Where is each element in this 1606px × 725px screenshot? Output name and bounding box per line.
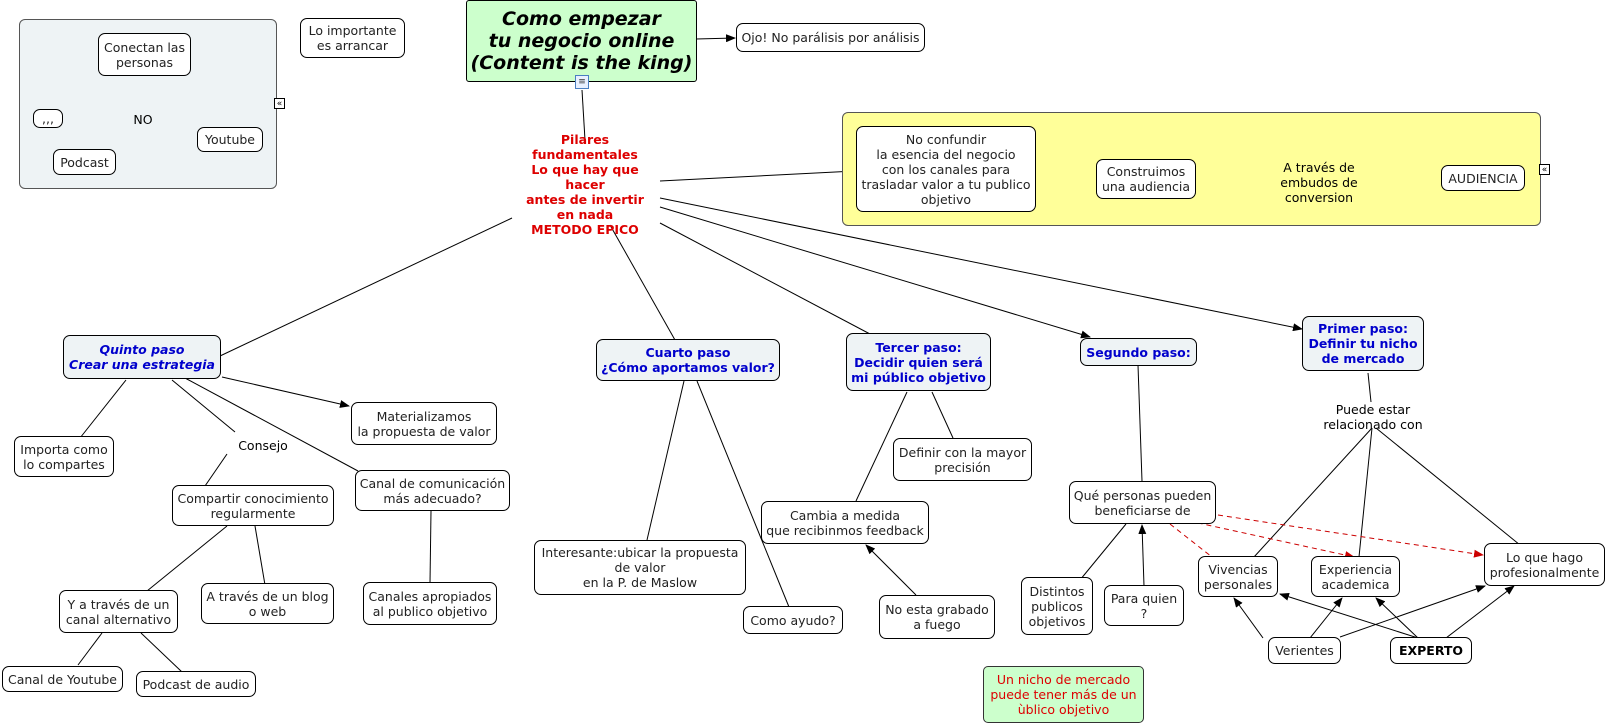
- collapse-icon[interactable]: «: [274, 98, 285, 109]
- no-confundir-node[interactable]: No confundir la esencia del negocio con …: [856, 126, 1036, 212]
- edge-pillars-primer: [659, 197, 1303, 332]
- edge-quinto-canal: [184, 377, 359, 472]
- edge-dashed-loquehago: [1217, 514, 1484, 558]
- edge-pillars-quinto: [219, 217, 513, 357]
- edge-pillars-segundo: [659, 206, 1091, 339]
- consejo-label: Consejo: [238, 437, 288, 453]
- edge-quinto-importa: [79, 379, 127, 439]
- ojo-node[interactable]: Ojo! No parálisis por análisis: [736, 23, 925, 52]
- edge-verientes-experiencia: [1309, 597, 1343, 639]
- collapse-icon[interactable]: «: [1539, 164, 1550, 175]
- document-icon[interactable]: ≡: [575, 75, 589, 89]
- edge-nograbado-cambia: [865, 544, 917, 596]
- no-grabado-node[interactable]: No esta grabado a fuego: [879, 595, 995, 639]
- edge-pillars-tercer: [659, 222, 871, 335]
- experto-node[interactable]: EXPERTO: [1390, 637, 1472, 664]
- edge-verientes-vivencias: [1233, 597, 1264, 639]
- edge-tercer-definir: [931, 391, 954, 439]
- quinto-paso-node[interactable]: Quinto paso Crear una estrategia: [63, 335, 221, 379]
- edge-canal-apropiados: [429, 510, 432, 584]
- lo-que-hago-node[interactable]: Lo que hago profesionalmente: [1484, 543, 1605, 586]
- youtube-node[interactable]: Youtube: [197, 127, 263, 152]
- experiencia-node[interactable]: Experiencia academica: [1311, 556, 1400, 597]
- cuarto-paso-node[interactable]: Cuarto paso ¿Cómo aportamos valor?: [596, 339, 780, 381]
- blog-node[interactable]: A través de un blog o web: [201, 583, 334, 624]
- edge-segundo-quepersonas: [1137, 364, 1143, 482]
- canales-apropiados-node[interactable]: Canales apropiados al publico objetivo: [363, 582, 497, 625]
- edge-consejo-compartir: [204, 453, 228, 487]
- podcast-node[interactable]: Podcast: [53, 149, 116, 175]
- edge-cuarto-interesante: [646, 380, 685, 541]
- edge-puede-experiencia: [1358, 427, 1373, 558]
- audiencia-node[interactable]: AUDIENCIA: [1441, 165, 1525, 191]
- vivencias-node[interactable]: Vivencias personales: [1198, 556, 1278, 597]
- edge-tercer-cambia: [855, 391, 908, 502]
- edge-pillars-noconfundir: [659, 167, 856, 182]
- definir-precision-node[interactable]: Definir con la mayor precisión: [893, 438, 1032, 481]
- edge-title-ojo: [695, 34, 736, 43]
- main-title-node[interactable]: Como empezar tu negocio online (Content …: [466, 0, 697, 82]
- conectan-node[interactable]: Conectan las personas: [98, 33, 191, 76]
- interesante-node[interactable]: Interesante:ubicar la propuesta de valor…: [534, 540, 746, 595]
- quote-mark-node[interactable]: ,,,: [33, 109, 63, 128]
- canal-alternativo-node[interactable]: Y a través de un canal alternativo: [59, 590, 178, 633]
- edge-alternativo-podcastaudio: [140, 632, 183, 673]
- edge-experto-experiencia: [1375, 597, 1419, 639]
- edge-compartir-blog: [254, 525, 266, 586]
- edge-compartir-alternativo: [146, 525, 228, 592]
- edge-cuarto-comoayudo: [696, 380, 790, 608]
- edge-paraquien-quepersonas: [1138, 524, 1147, 587]
- edge-pillars-cuarto: [609, 224, 676, 341]
- edge-primer-puede: [1367, 372, 1372, 403]
- edge-puede-vivencias: [1253, 427, 1373, 558]
- cambia-node[interactable]: Cambia a medida que recibinmos feedback: [761, 501, 929, 544]
- compartir-node[interactable]: Compartir conocimiento regularmente: [172, 485, 334, 526]
- edge-quepersonas-distintos: [1079, 523, 1127, 581]
- tercer-paso-node[interactable]: Tercer paso: Decidir quien será mi públi…: [846, 333, 991, 391]
- distintos-node[interactable]: Distintos publicos objetivos: [1021, 577, 1093, 635]
- edge-quinto-consejo: [171, 379, 236, 433]
- importa-node[interactable]: Importa como lo compartes: [14, 436, 114, 477]
- canal-comunicacion-node[interactable]: Canal de comunicación más adecuado?: [355, 470, 510, 511]
- segundo-paso-node[interactable]: Segundo paso:: [1080, 338, 1197, 366]
- edge-experto-loquehago: [1445, 585, 1515, 639]
- no-label: NO: [133, 111, 153, 127]
- edge-experto-vivencias: [1279, 592, 1419, 639]
- materializamos-node[interactable]: Materializamos la propuesta de valor: [351, 402, 497, 445]
- primer-paso-node[interactable]: Primer paso: Definir tu nicho de mercado: [1302, 316, 1424, 371]
- puede-estar-label: Puede estar relacionado con: [1323, 402, 1423, 432]
- edge-dashed-experiencia: [1179, 518, 1355, 559]
- edge-quinto-materializamos: [221, 376, 350, 408]
- edge-verientes-loquehago: [1339, 585, 1486, 638]
- para-quien-node[interactable]: Para quien ?: [1104, 585, 1184, 626]
- canal-youtube-node[interactable]: Canal de Youtube: [2, 666, 123, 692]
- edge-puede-loquehago: [1375, 427, 1521, 546]
- pillars-label: Pilares fundamentales Lo que hay que hac…: [526, 131, 644, 237]
- verientes-node[interactable]: Verientes: [1268, 637, 1341, 664]
- edge-title-pillars: [581, 89, 586, 141]
- como-ayudo-node[interactable]: Como ayudo?: [743, 606, 843, 634]
- nicho-note-node[interactable]: Un nicho de mercado puede tener más de u…: [983, 666, 1144, 723]
- edge-dashed-vivencias: [1169, 523, 1213, 558]
- lo-importante-node[interactable]: Lo importante es arrancar: [300, 18, 405, 58]
- que-personas-node[interactable]: Qué personas pueden beneficiarse de: [1069, 481, 1216, 524]
- a-traves-embudos-label: A través de embudos de conversion: [1280, 159, 1358, 205]
- podcast-audio-node[interactable]: Podcast de audio: [136, 671, 256, 697]
- construimos-node[interactable]: Construimos una audiencia: [1096, 159, 1196, 199]
- edge-alternativo-youtube: [77, 632, 103, 666]
